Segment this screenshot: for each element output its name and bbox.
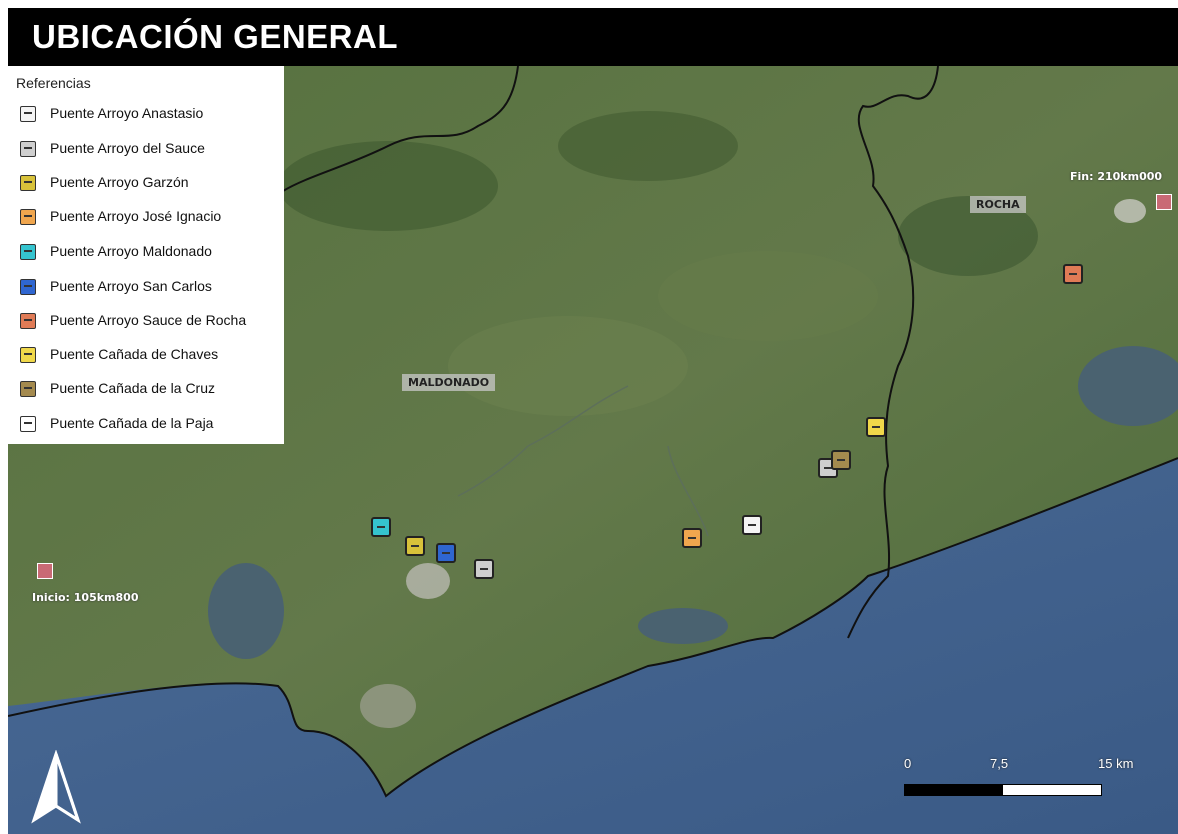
forest-patch bbox=[658, 251, 878, 341]
scale-tick-0: 0 bbox=[904, 756, 912, 771]
urban-area bbox=[406, 563, 450, 599]
start-point-marker[interactable] bbox=[37, 563, 53, 579]
bridge-icon bbox=[20, 244, 36, 260]
legend-item: Puente Arroyo Anastasio bbox=[18, 104, 284, 126]
label-maldonado: MALDONADO bbox=[402, 374, 496, 391]
urban-area bbox=[360, 684, 416, 728]
bridge-marker-del-sauce[interactable] bbox=[474, 559, 494, 579]
bridge-icon bbox=[20, 106, 36, 122]
bridge-icon bbox=[20, 141, 36, 157]
lagoon bbox=[1078, 346, 1178, 426]
legend-item: Puente Arroyo José Ignacio bbox=[18, 207, 284, 229]
legend-item: Puente Arroyo Garzón bbox=[18, 173, 284, 195]
legend-item: Puente Cañada de la Paja bbox=[18, 414, 284, 436]
legend-item: Puente Arroyo Maldonado bbox=[18, 242, 284, 264]
department-border bbox=[847, 66, 939, 639]
scale-tick-15: 15 km bbox=[1098, 756, 1134, 771]
river bbox=[667, 445, 709, 537]
bridge-icon bbox=[20, 381, 36, 397]
forest-patch bbox=[278, 141, 498, 231]
bridge-marker-maldonado[interactable] bbox=[371, 517, 391, 537]
bridge-icon bbox=[20, 347, 36, 363]
bridge-marker-jose-ignacio[interactable] bbox=[682, 528, 702, 548]
coastline bbox=[8, 457, 1178, 798]
bridge-marker-sauce-de-rocha[interactable] bbox=[1063, 264, 1083, 284]
legend-item: Puente Cañada de la Cruz bbox=[18, 379, 284, 401]
legend-item-label: Puente Arroyo José Ignacio bbox=[50, 208, 222, 224]
forest-patch bbox=[448, 316, 688, 416]
map-title: UBICACIÓN GENERAL bbox=[32, 18, 399, 55]
lagoon bbox=[638, 608, 728, 644]
legend-item-label: Puente Arroyo Maldonado bbox=[50, 243, 212, 259]
legend-panel: Referencias Puente Arroyo Anastasio Puen… bbox=[8, 66, 284, 444]
forest-patch bbox=[898, 196, 1038, 276]
bridge-icon bbox=[20, 175, 36, 191]
legend-item: Puente Cañada de Chaves bbox=[18, 345, 284, 367]
sea bbox=[8, 458, 1178, 834]
title-bar: UBICACIÓN GENERAL bbox=[8, 8, 1178, 66]
legend-header: Referencias bbox=[16, 75, 91, 91]
scale-segment-black bbox=[904, 784, 1004, 796]
label-rocha: ROCHA bbox=[970, 196, 1026, 213]
bridge-marker-san-carlos[interactable] bbox=[436, 543, 456, 563]
forest-patch bbox=[558, 111, 738, 181]
department-border bbox=[282, 66, 519, 192]
bridge-icon bbox=[20, 313, 36, 329]
legend-item-label: Puente Arroyo Garzón bbox=[50, 174, 189, 190]
legend-item-label: Puente Arroyo del Sauce bbox=[50, 140, 205, 156]
bridge-marker-la-cruz[interactable] bbox=[831, 450, 851, 470]
scale-segment-white bbox=[1002, 784, 1102, 796]
legend-item: Puente Arroyo Sauce de Rocha bbox=[18, 311, 284, 333]
legend-item-label: Puente Arroyo Sauce de Rocha bbox=[50, 312, 247, 328]
legend-item-label: Puente Cañada de la Paja bbox=[50, 415, 214, 431]
river bbox=[457, 385, 629, 497]
end-point-marker[interactable] bbox=[1156, 194, 1172, 210]
legend-item: Puente Arroyo del Sauce bbox=[18, 139, 284, 161]
legend-item-label: Puente Cañada de la Cruz bbox=[50, 380, 215, 396]
north-arrow-icon bbox=[31, 750, 81, 824]
legend-item-label: Puente Arroyo San Carlos bbox=[50, 278, 212, 294]
bridge-icon bbox=[20, 416, 36, 432]
scale-bar: 0 7,5 15 km bbox=[898, 756, 1148, 816]
legend-item-label: Puente Arroyo Anastasio bbox=[50, 105, 204, 121]
label-end: Fin: 210km000 bbox=[1070, 170, 1163, 183]
label-start: Inicio: 105km800 bbox=[32, 591, 139, 604]
bridge-marker-chaves[interactable] bbox=[866, 417, 886, 437]
urban-area bbox=[1114, 199, 1146, 223]
legend-item: Puente Arroyo San Carlos bbox=[18, 277, 284, 299]
bridge-marker-anastasio[interactable] bbox=[742, 515, 762, 535]
lagoon bbox=[208, 563, 284, 659]
scale-tick-7-5: 7,5 bbox=[990, 756, 1009, 771]
bridge-icon bbox=[20, 209, 36, 225]
legend-item-label: Puente Cañada de Chaves bbox=[50, 346, 219, 362]
bridge-icon bbox=[20, 279, 36, 295]
bridge-marker-garzon[interactable] bbox=[405, 536, 425, 556]
